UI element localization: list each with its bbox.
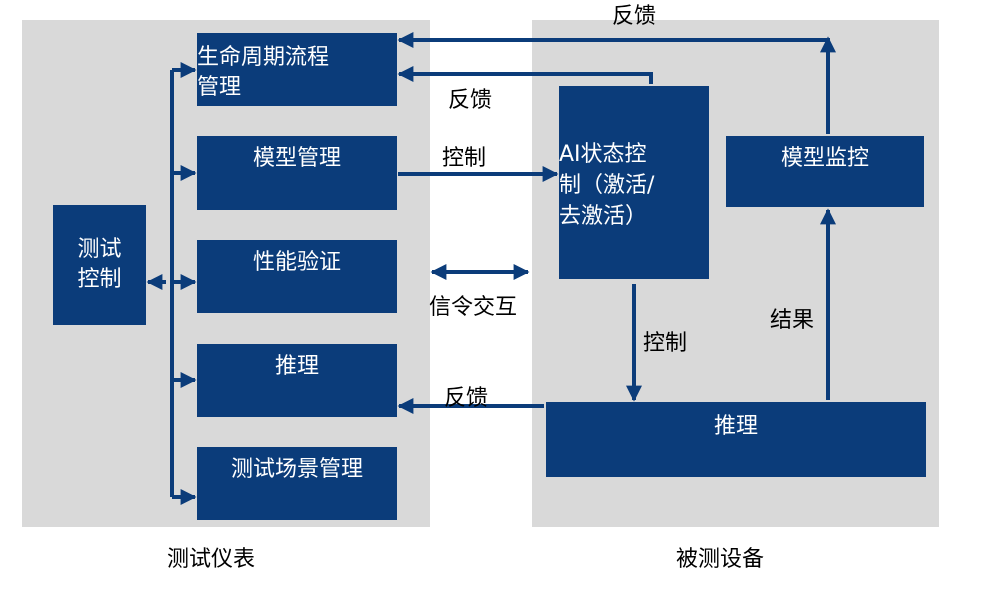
dut-inference-label: 推理 <box>713 414 758 439</box>
model-monitor-box: 模型监控 <box>726 136 924 207</box>
feedback-mid-label: 反馈 <box>448 88 493 113</box>
feedback-top-label: 反馈 <box>612 4 657 29</box>
model-monitor-label: 模型监控 <box>780 146 869 171</box>
ai-state-line2: 制（激活/ <box>559 173 655 198</box>
model-mgmt-box: 模型管理 <box>197 136 397 210</box>
ai-state-control-box: AI状态控 制（激活/ 去激活） <box>559 86 709 279</box>
model-mgmt-label: 模型管理 <box>252 146 341 171</box>
result-label: 结果 <box>770 308 815 333</box>
scenario-mgmt-box: 测试场景管理 <box>197 447 397 520</box>
lifecycle-line1: 生命周期流程 <box>197 44 330 70</box>
perf-verify-label: 性能验证 <box>252 250 341 275</box>
control-down-label: 控制 <box>643 331 688 356</box>
test-control-line1: 测试 <box>77 237 122 262</box>
lifecycle-line2: 管理 <box>197 74 242 100</box>
control-model-label: 控制 <box>442 146 487 171</box>
test-control-line2: 控制 <box>77 267 122 292</box>
signaling-label: 信令交互 <box>429 295 518 320</box>
dut-inference-box: 推理 <box>546 402 926 477</box>
tester-inference-box: 推理 <box>197 344 397 417</box>
tester-inference-label: 推理 <box>274 354 319 379</box>
test-control-box: 测试 控制 <box>53 205 146 325</box>
test-instrument-caption: 测试仪表 <box>167 547 256 572</box>
dut-caption: 被测设备 <box>676 547 765 572</box>
scenario-mgmt-label: 测试场景管理 <box>230 457 363 482</box>
lifecycle-mgmt-box: 生命周期流程 管理 <box>197 33 397 106</box>
feedback-bottom-label: 反馈 <box>444 386 489 411</box>
ai-state-line1: AI状态控 <box>559 142 647 167</box>
ai-state-line3: 去激活） <box>559 204 648 229</box>
perf-verify-box: 性能验证 <box>197 240 397 313</box>
state-feedback-arrow <box>397 66 653 84</box>
